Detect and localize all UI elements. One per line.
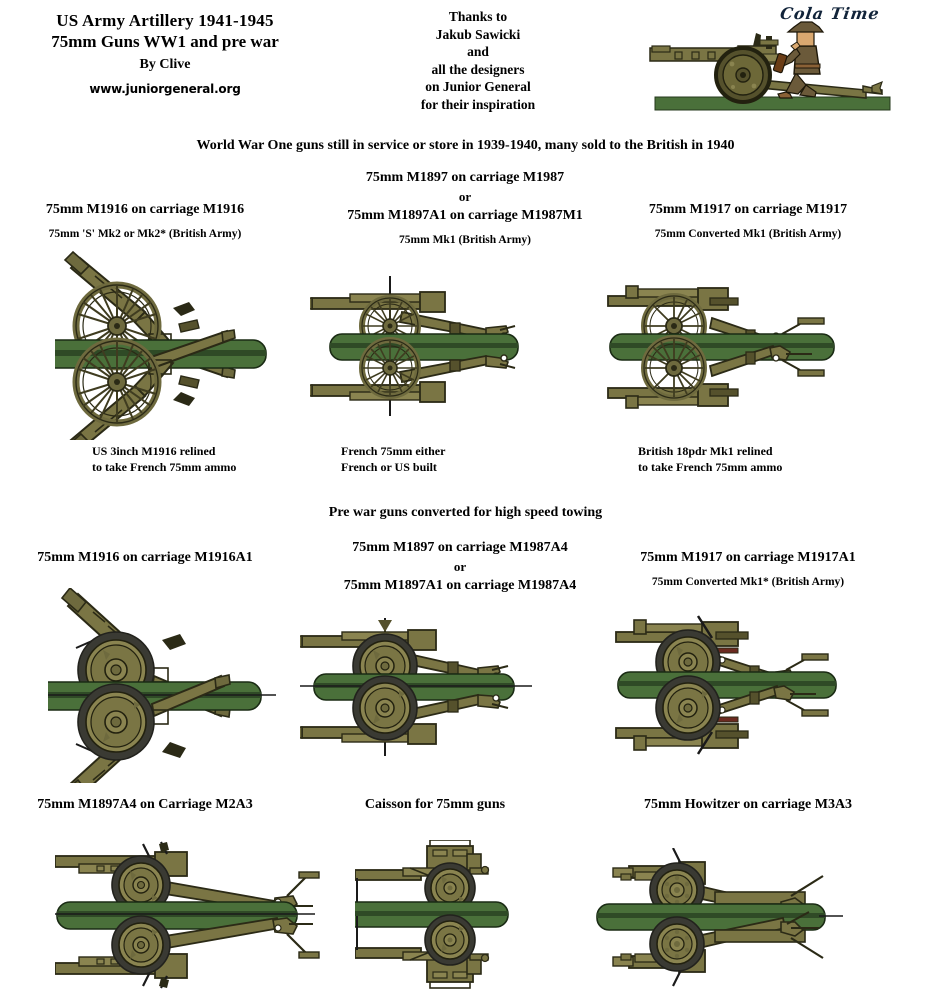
thanks-line3: and bbox=[467, 44, 489, 59]
column-title-m1897: 75mm M1897 on carriage M1987 bbox=[365, 170, 565, 185]
column-heading-m1897a4: 75mm M1897 on carriage M1987A4 or 75mm M… bbox=[270, 538, 650, 595]
thanks-line6: for their inspiration bbox=[420, 96, 536, 112]
column-heading-m1917: 75mm M1917 on carriage M1917 75mm Conver… bbox=[565, 200, 931, 244]
column-title-m1917: 75mm M1917 on carriage M1917 bbox=[648, 202, 848, 217]
column-heading-m1897: 75mm M1897 on carriage M1987 or 75mm M18… bbox=[265, 168, 665, 250]
page-title-line1: US Army Artillery 1941-1945 bbox=[56, 11, 274, 30]
artillery-side-view-icon bbox=[649, 21, 891, 111]
caption-m1917-line2: to take French 75mm ammo bbox=[638, 460, 783, 474]
gun-figure-m1897 bbox=[310, 268, 525, 423]
base-strip bbox=[55, 901, 315, 930]
caption-m1916-line1: US 3inch M1916 relined bbox=[92, 444, 216, 458]
title-block: US Army Artillery 1941-1945 75mm Guns WW… bbox=[0, 10, 330, 99]
column-subtitle-m1917: 75mm Converted Mk1 (British Army) bbox=[654, 228, 842, 240]
caption-m1897-line2: French or US built bbox=[341, 460, 437, 474]
column-or-m1897: or bbox=[458, 189, 472, 204]
caption-m1916-line2: to take French 75mm ammo bbox=[92, 460, 237, 474]
column-subtitle-m1897: 75mm Mk1 (British Army) bbox=[399, 234, 531, 246]
thanks-line1: Thanks to bbox=[448, 9, 508, 24]
column-title-alt-m1897: 75mm M1897A1 on carriage M1987M1 bbox=[347, 208, 583, 223]
section-heading-wwi-guns: World War One guns still in service or s… bbox=[196, 138, 735, 153]
column-title-howitzer-m3a3: 75mm Howitzer on carriage M3A3 bbox=[643, 797, 853, 812]
gun-figure-m1897a4 bbox=[300, 612, 535, 762]
howitzer-figure-m3a3 bbox=[595, 848, 845, 993]
column-subtitle-m1916: 75mm 'S' Mk2 or Mk2* (British Army) bbox=[48, 228, 242, 240]
column-heading-m1917a1: 75mm M1917 on carriage M1917A1 75mm Conv… bbox=[565, 548, 931, 592]
column-heading-m1916: 75mm M1916 on carriage M1916 75mm 'S' Mk… bbox=[0, 200, 290, 244]
caption-m1917-line1: British 18pdr Mk1 relined bbox=[638, 444, 773, 458]
column-title-alt-m1897a4: 75mm M1897A1 on carriage M1987A4 bbox=[343, 578, 577, 593]
gun-figure-m1917a1 bbox=[600, 602, 840, 770]
column-title-m1917a1: 75mm M1917 on carriage M1917A1 bbox=[640, 550, 856, 565]
column-heading-m1916a1: 75mm M1916 on carriage M1916A1 bbox=[0, 548, 290, 567]
caption-m1897-line1: French 75mm either bbox=[341, 444, 446, 458]
base-strip bbox=[596, 903, 843, 931]
page-website: www.juniorgeneral.org bbox=[89, 82, 241, 96]
column-title-m1897a4-m2a3: 75mm M1897A4 on Carriage M2A3 bbox=[37, 797, 253, 812]
column-title-m1897a4: 75mm M1897 on carriage M1987A4 bbox=[352, 540, 568, 555]
thanks-line5: on Junior General bbox=[425, 79, 531, 94]
caption-m1897: French 75mm either French or US built bbox=[341, 443, 445, 475]
caption-m1917: British 18pdr Mk1 relined to take French… bbox=[638, 443, 782, 475]
column-title-caisson: Caisson for 75mm guns bbox=[364, 797, 506, 812]
caption-m1916: US 3inch M1916 relined to take French 75… bbox=[92, 443, 236, 475]
column-heading-howitzer-m3a3: 75mm Howitzer on carriage M3A3 bbox=[565, 795, 931, 814]
gun-figure-m1916 bbox=[55, 250, 285, 440]
column-title-m1916a1: 75mm M1916 on carriage M1916A1 bbox=[37, 550, 253, 565]
page-author: By Clive bbox=[139, 57, 191, 72]
thanks-line4: all the designers bbox=[431, 61, 525, 77]
section-heading-prewar-converted: Pre war guns converted for high speed to… bbox=[328, 505, 603, 520]
page-title-line2: 75mm Guns WW1 and pre war bbox=[51, 32, 279, 51]
gun-figure-m1916a1 bbox=[48, 588, 278, 783]
caisson-figure bbox=[355, 840, 540, 1003]
column-title-m1916: 75mm M1916 on carriage M1916 bbox=[45, 202, 245, 217]
column-heading-m1897a4-m2a3: 75mm M1897A4 on Carriage M2A3 bbox=[0, 795, 290, 814]
gun-figure-m1917 bbox=[600, 268, 835, 423]
base-strip bbox=[355, 901, 509, 928]
cola-time-label: Cola Time bbox=[778, 4, 882, 23]
column-heading-caisson: Caisson for 75mm guns bbox=[290, 795, 580, 814]
gun-figure-m2a3 bbox=[55, 840, 320, 1003]
spoke-gun-top-view bbox=[55, 250, 267, 440]
column-or-m1897a4: or bbox=[453, 559, 467, 574]
cola-time-artwork: Cola Time bbox=[620, 2, 931, 117]
thanks-line2: Jakub Sawicki bbox=[435, 26, 521, 42]
thanks-block: Thanks to Jakub Sawicki and all the desi… bbox=[352, 8, 604, 113]
solid-wheel-icon bbox=[111, 855, 171, 915]
column-subtitle-m1917a1: 75mm Converted Mk1* (British Army) bbox=[651, 576, 845, 588]
